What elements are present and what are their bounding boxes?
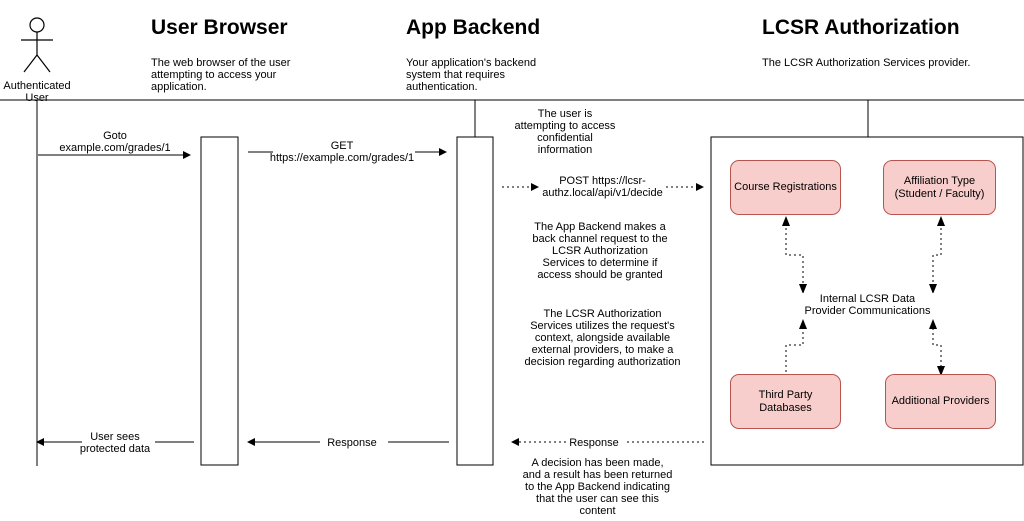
third-party-connector (785, 323, 804, 372)
actor-label: Authenticated User (3, 80, 71, 104)
backend-activation (456, 136, 494, 466)
note-back-channel: The App Backend makes a back channel req… (532, 221, 668, 281)
course-registrations-box: Course Registrations (730, 160, 841, 215)
auth-description: The LCSR Authorization Services provider… (762, 57, 971, 69)
third-party-databases-box: Third Party Databases (730, 374, 841, 429)
additional-providers-box: Additional Providers (885, 374, 996, 429)
post-label: POST https://lcsr- authz.local/api/v1/de… (542, 175, 663, 199)
browser-description: The web browser of the user attempting t… (151, 57, 291, 93)
backend-description: Your application's backend system that r… (406, 57, 537, 93)
additional-connector (932, 323, 942, 372)
internal-communications-label: Internal LCSR Data Provider Communicatio… (790, 293, 945, 317)
actor-icon (21, 17, 53, 73)
response-backend-label: Response (327, 437, 377, 449)
auth-title: LCSR Authorization (762, 16, 960, 39)
course-connector (785, 218, 804, 290)
user-sees-label: User sees protected data (79, 431, 151, 455)
note-attempting: The user is attempting to access confide… (514, 108, 616, 156)
affiliation-connector (932, 218, 942, 290)
goto-label: Goto example.com/grades/1 (59, 130, 171, 154)
note-decision: A decision has been made, and a result h… (522, 457, 673, 517)
browser-activation (200, 136, 239, 466)
browser-title: User Browser (151, 16, 288, 39)
get-label: GET https://example.com/grades/1 (269, 140, 415, 164)
note-utilizes: The LCSR Authorization Services utilizes… (524, 308, 681, 368)
backend-title: App Backend (406, 16, 541, 39)
response-auth-label: Response (569, 437, 619, 449)
affiliation-type-box: Affiliation Type (Student / Faculty) (883, 160, 996, 215)
